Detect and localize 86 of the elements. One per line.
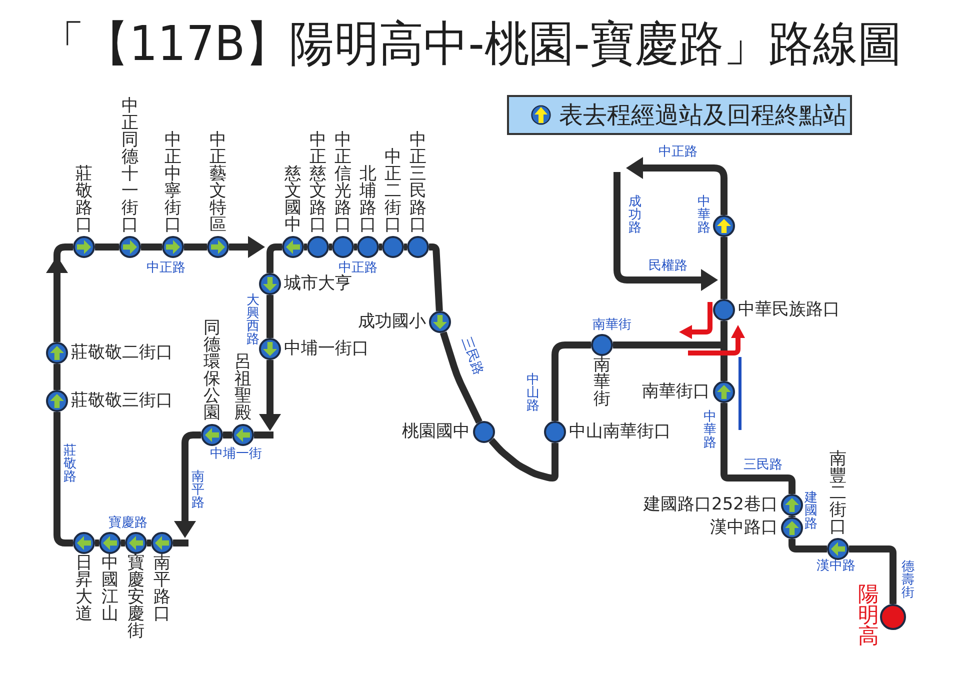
route-line bbox=[173, 540, 188, 546]
stop-name: 寶慶安慶街 bbox=[128, 555, 144, 640]
route-line bbox=[329, 244, 332, 250]
route-line bbox=[849, 546, 896, 604]
route-line bbox=[46, 244, 73, 342]
road-name: 三民路 bbox=[744, 458, 782, 472]
stop-name: 桃園國中 bbox=[402, 424, 470, 440]
stop-name: 南平路口 bbox=[154, 555, 170, 623]
route-line bbox=[229, 236, 265, 258]
route-line bbox=[95, 244, 119, 250]
road-name: 寶慶路 bbox=[108, 516, 148, 530]
road-name: 南平路 bbox=[192, 470, 204, 510]
legend-text: 表去程經過站及回程終點站 bbox=[559, 101, 847, 129]
stop-marker bbox=[713, 215, 735, 237]
route-line bbox=[174, 432, 201, 538]
route-line bbox=[488, 438, 558, 482]
stop-name: 中正慈文路口 bbox=[310, 132, 326, 234]
road-name: 中埔一街 bbox=[210, 448, 262, 460]
route-line bbox=[788, 516, 796, 517]
stop-name: 南華街 bbox=[594, 357, 610, 408]
stop-name: 中正藝文特區 bbox=[210, 132, 226, 234]
stop-name: 成功國小 bbox=[358, 314, 426, 330]
stop-name: 呂祖聖殿 bbox=[234, 354, 252, 422]
road-name: 莊敬路 bbox=[64, 444, 76, 484]
title: 「【117B】陽明高中-桃園-寶慶路」路線圖 bbox=[40, 15, 902, 74]
road-name: 民權路 bbox=[648, 260, 688, 272]
stop-name: 中華民族路口 bbox=[738, 302, 840, 318]
stop-name: 同德環保公園 bbox=[204, 320, 220, 422]
road-name: 漢中路 bbox=[816, 560, 856, 572]
route-line bbox=[552, 342, 591, 421]
stop-name: 莊敬敬三街口 bbox=[71, 392, 173, 410]
stop-name: 中正三民路口 bbox=[410, 132, 426, 234]
road-name: 大興西路 bbox=[246, 294, 260, 346]
route-line bbox=[266, 244, 282, 273]
stop-name: 南華街口 bbox=[642, 384, 710, 400]
stop-name: 漢中路口 bbox=[710, 520, 778, 536]
road-name: 成功路 bbox=[628, 196, 642, 234]
route-line bbox=[95, 540, 99, 546]
stop-name: 中正信光路口 bbox=[334, 132, 352, 234]
stop-name: 城市大亨 bbox=[284, 276, 352, 292]
route-line bbox=[429, 244, 443, 312]
stop-name: 中國江山 bbox=[102, 555, 118, 623]
road-name: 中華路 bbox=[698, 196, 710, 234]
route-line bbox=[720, 403, 796, 494]
stop-name: 中正同德十一街口 bbox=[122, 98, 138, 234]
route-line bbox=[626, 157, 728, 215]
route-line bbox=[259, 360, 281, 431]
route-line bbox=[141, 244, 162, 250]
stop-name: 莊敬敬二街口 bbox=[71, 344, 173, 362]
route-line bbox=[304, 244, 307, 250]
stop-name: 陽明高 bbox=[858, 584, 879, 647]
road-name: 中正路 bbox=[338, 262, 378, 274]
road-name: 德壽街 bbox=[902, 560, 914, 600]
route-line bbox=[354, 244, 357, 250]
stop-name: 中正中寧街口 bbox=[164, 132, 182, 234]
stop-name: 中埔一街口 bbox=[284, 340, 369, 358]
route-line bbox=[788, 539, 827, 552]
route-line bbox=[720, 237, 728, 299]
stop-name: 建國路口252巷口 bbox=[644, 496, 778, 514]
stop-name: 日昇大道 bbox=[76, 555, 92, 623]
route-line bbox=[679, 302, 712, 339]
road-name: 中山路 bbox=[526, 374, 540, 412]
stop-name: 中正二街口 bbox=[384, 149, 402, 234]
road-name: 三民路 bbox=[459, 335, 485, 377]
road-name: 中華路 bbox=[704, 410, 716, 450]
stop-name: 慈文國中 bbox=[284, 166, 302, 234]
route-line bbox=[147, 540, 151, 546]
route-line bbox=[720, 345, 728, 381]
stop-name: 中山南華街口 bbox=[569, 424, 671, 440]
route-line bbox=[121, 540, 125, 546]
route-line bbox=[54, 364, 60, 390]
route-line bbox=[688, 325, 745, 356]
stop-name: 莊敬路口 bbox=[76, 166, 92, 234]
route-line bbox=[184, 244, 207, 250]
road-name: 中正路 bbox=[146, 262, 186, 274]
route-line bbox=[254, 432, 274, 438]
route-line bbox=[54, 412, 73, 546]
stop-name: 北埔路口 bbox=[360, 166, 376, 234]
stop-name: 南豐二街口 bbox=[830, 451, 846, 536]
route-line bbox=[440, 331, 482, 424]
route-line bbox=[404, 244, 407, 250]
route-line bbox=[266, 295, 274, 338]
road-name: 中正路 bbox=[658, 146, 698, 158]
route-line bbox=[379, 244, 382, 250]
road-name: 建國路 bbox=[804, 492, 818, 530]
route-line bbox=[223, 432, 232, 438]
